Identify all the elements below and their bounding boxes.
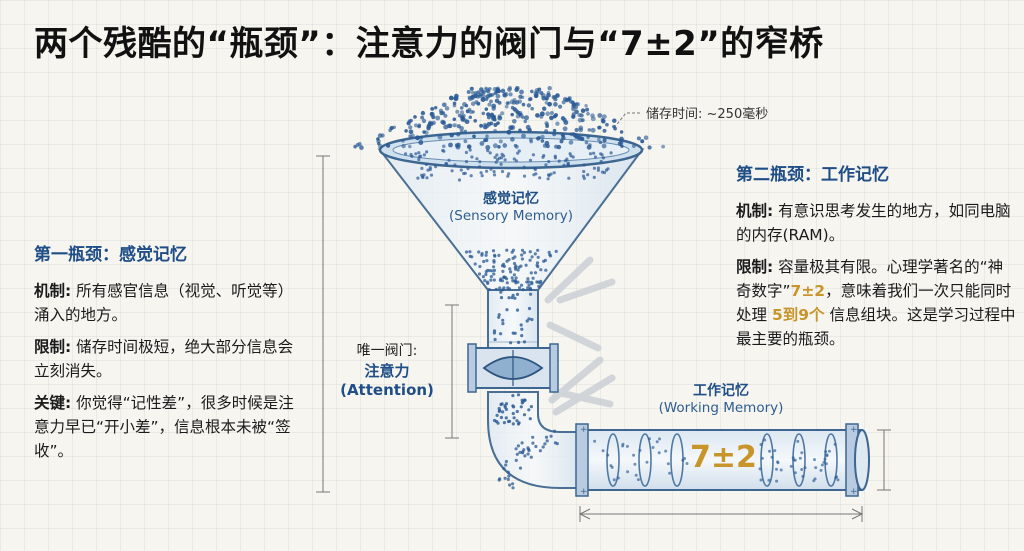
working-memory-label: 工作记忆 (Working Memory) (658, 383, 784, 416)
second-mechanism: 机制: 有意识思考发生的地方，如同电脑的内存(RAM)。 (736, 202, 1011, 244)
first-mechanism: 机制: 所有感官信息（视觉、听觉等）涌入的地方。 (34, 282, 294, 324)
valve-height-dimension (445, 304, 459, 439)
chunk-range-highlight: 5到9个 (771, 306, 825, 324)
capacity-label: 7±2 (690, 440, 757, 475)
svg-text:+: + (850, 487, 858, 497)
information-particles (353, 85, 840, 490)
magic-number-highlight: 7±2 (790, 282, 826, 300)
pipe-height-dimension (877, 429, 891, 491)
second-bottleneck-panel: 第二瓶颈：工作记忆 机制: 有意识思考发生的地方，如同电脑的内存(RAM)。 限… (736, 163, 1016, 359)
svg-text:+: + (850, 425, 858, 435)
second-limitation: 限制: 容量极其有限。心理学著名的“神奇数字”7±2，意味着我们一次只能同时处理… (736, 258, 1016, 348)
second-bottleneck-heading: 第二瓶颈：工作记忆 (736, 165, 889, 185)
first-limitation: 限制: 储存时间极短，绝大部分信息会立刻消失。 (34, 338, 294, 380)
storage-note-leader (613, 112, 640, 129)
page-title: 两个残酷的“瓶颈”：注意力的阀门与“7±2”的窄桥 (34, 24, 824, 64)
first-bottleneck-panel: 第一瓶颈：感觉记忆 机制: 所有感官信息（视觉、听觉等）涌入的地方。 限制: 储… (34, 243, 294, 471)
svg-text:+: + (580, 425, 588, 435)
lost-info-arrows (544, 256, 616, 416)
svg-text:+: + (580, 487, 588, 497)
attention-valve (467, 343, 559, 393)
memory-slots (606, 433, 838, 487)
sensory-memory-label: 感觉记忆 (Sensory Memory) (449, 191, 573, 224)
storage-time-note: 储存时间: ~250毫秒 (646, 107, 769, 122)
first-bottleneck-heading: 第一瓶颈：感觉记忆 (34, 245, 187, 265)
left-height-dimension (316, 155, 330, 493)
attention-valve-label: 唯一阀门: 注意力 (Attention) (340, 343, 434, 399)
pipe-length-dimension (578, 506, 864, 522)
first-key: 关键: 你觉得“记性差”，很多时候是注意力早已“开小差”，信息根本未被“签收”。 (34, 394, 294, 460)
elbow-pipe (487, 391, 581, 489)
